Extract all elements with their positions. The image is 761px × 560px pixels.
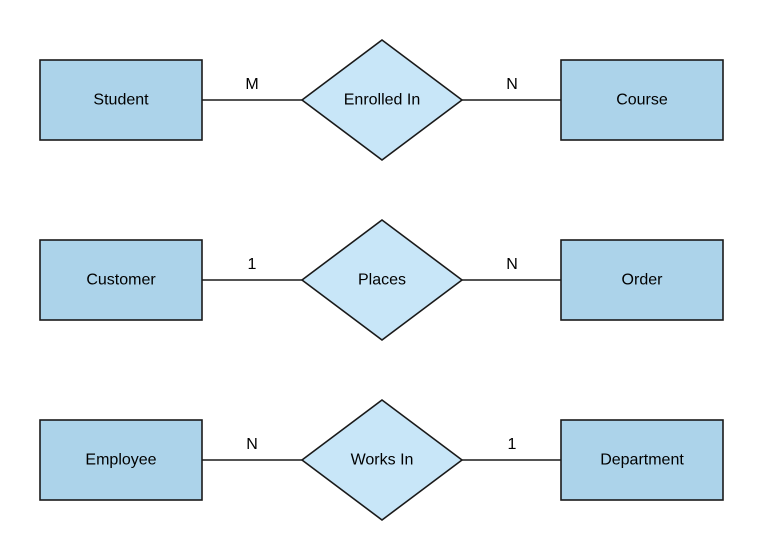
er-row-customer-order: Customer 1 Places N Order: [39, 219, 724, 341]
entity-box-left: [39, 419, 203, 501]
entity-label-right: Department: [600, 452, 684, 469]
entity-label-left: Student: [93, 92, 149, 109]
entity-label-right: Order: [622, 272, 664, 289]
entity-box-left: [39, 239, 203, 321]
er-row-employee-department: Employee N Works In 1 Department: [39, 399, 724, 521]
entity-box-right: [560, 59, 724, 141]
er-row-student-course: Student M Enrolled In N Course: [39, 39, 724, 161]
cardinality-label-right: N: [506, 256, 518, 273]
relationship-diamond: [300, 39, 464, 161]
cardinality-label-left: N: [246, 436, 258, 453]
relationship-label: Places: [358, 272, 406, 289]
cardinality-label-right: N: [506, 76, 518, 93]
relationship-label: Works In: [351, 452, 414, 469]
cardinality-label-left: 1: [248, 256, 257, 273]
entity-label-right: Course: [616, 92, 668, 109]
entity-box-left: [39, 59, 203, 141]
relationship-diamond: [300, 399, 464, 521]
entity-label-left: Employee: [85, 452, 156, 469]
relationship-diamond: [300, 219, 464, 341]
cardinality-label-right: 1: [508, 436, 517, 453]
relationship-label: Enrolled In: [344, 92, 421, 109]
entity-box-right: [560, 239, 724, 321]
cardinality-label-left: M: [245, 76, 258, 93]
entity-label-left: Customer: [86, 272, 156, 289]
entity-box-right: [560, 419, 724, 501]
